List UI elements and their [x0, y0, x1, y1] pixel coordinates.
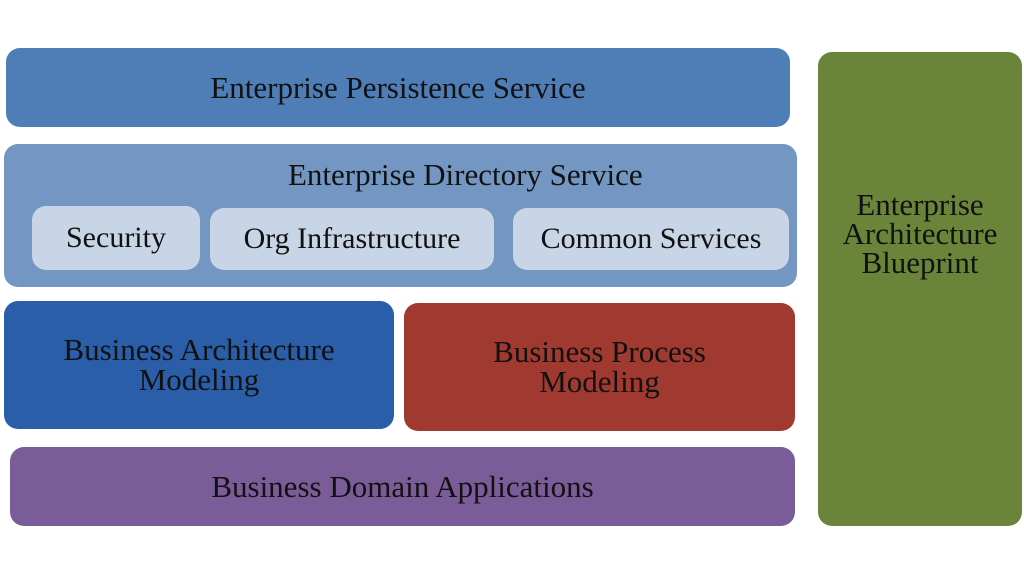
block-label: Common Services	[540, 222, 762, 255]
block-label: Enterprise Persistence Service	[210, 69, 586, 105]
business-process-modeling-block: Business Process Modeling	[404, 303, 795, 431]
block-label: Business Process Modeling	[493, 334, 706, 399]
block-label: Business Domain Applications	[211, 468, 594, 504]
block-label: Business Architecture Modeling	[63, 332, 335, 397]
business-architecture-modeling-block: Business Architecture Modeling	[4, 301, 394, 429]
block-label: Org Infrastructure	[243, 222, 461, 255]
common-services-block: Common Services	[513, 208, 789, 270]
block-label: Enterprise Architecture Blueprint	[842, 186, 998, 280]
enterprise-architecture-blueprint-block: Enterprise Architecture Blueprint	[818, 52, 1022, 526]
org-infrastructure-block: Org Infrastructure	[210, 208, 494, 270]
block-label: Enterprise Directory Service	[288, 157, 643, 192]
security-block: Security	[32, 206, 200, 270]
block-label: Security	[66, 221, 166, 254]
business-domain-applications-block: Business Domain Applications	[10, 447, 795, 526]
enterprise-persistence-service-block: Enterprise Persistence Service	[6, 48, 790, 127]
